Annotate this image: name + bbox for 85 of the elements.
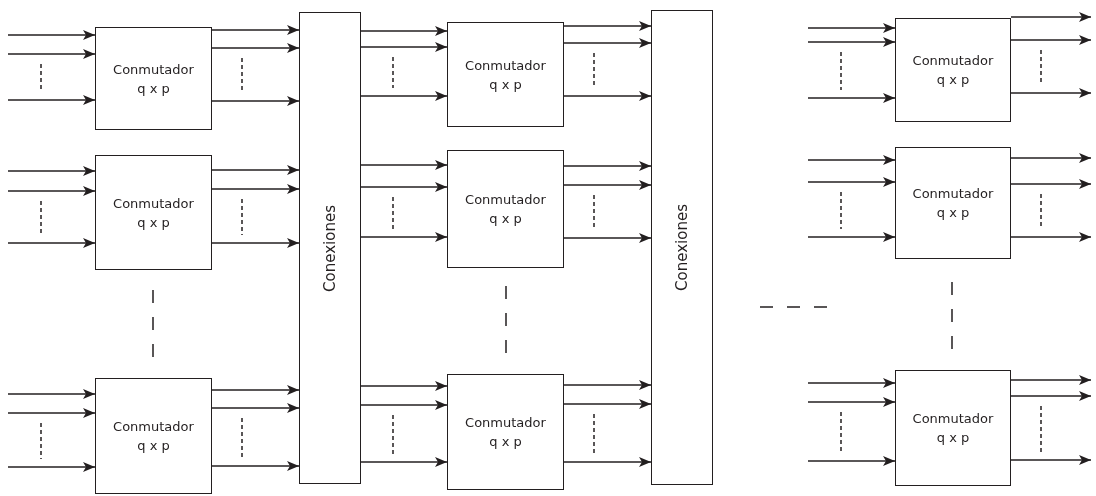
switch-box <box>447 150 564 268</box>
arrow <box>211 165 300 175</box>
arrow <box>7 389 96 399</box>
arrow <box>211 184 300 194</box>
switch-box <box>895 370 1011 486</box>
node-label: q x p <box>489 433 522 451</box>
arrow <box>211 43 300 53</box>
node-label: q x p <box>137 79 170 98</box>
arrow <box>1010 375 1092 385</box>
node-label: q x p <box>489 75 522 94</box>
arrow <box>360 26 448 36</box>
arrow <box>807 232 896 242</box>
arrow <box>360 91 448 101</box>
arrow <box>807 155 896 165</box>
switch-box <box>447 22 564 127</box>
node-label: q x p <box>137 437 170 455</box>
node-label: Conexiones <box>672 204 692 291</box>
arrow <box>1010 12 1092 22</box>
connections-bar <box>651 10 713 485</box>
arrow <box>1010 35 1092 45</box>
arrow <box>807 23 896 33</box>
arrow <box>211 238 300 248</box>
node-label: q x p <box>936 429 970 447</box>
node-label: q x p <box>936 204 970 222</box>
arrow <box>1010 179 1092 189</box>
switch-box <box>447 374 564 490</box>
switch-box <box>95 27 212 130</box>
arrow <box>807 456 896 466</box>
connections-bar <box>299 12 361 484</box>
node-label: Conmutador <box>912 185 994 203</box>
switch-box <box>895 18 1011 122</box>
arrow <box>563 180 652 190</box>
arrow <box>7 238 96 248</box>
arrow <box>1010 88 1092 98</box>
arrow <box>211 403 300 413</box>
arrow <box>360 381 448 391</box>
arrow <box>1010 153 1092 163</box>
arrow <box>563 457 652 467</box>
arrow <box>7 408 96 418</box>
node-label: Conmutador <box>465 56 546 75</box>
switch-box <box>95 155 212 270</box>
node-label: Conmutador <box>912 52 994 70</box>
node-label: Conmutador <box>113 194 194 213</box>
arrow <box>211 461 300 471</box>
arrow <box>1010 455 1092 465</box>
arrow <box>807 378 896 388</box>
arrow <box>7 166 96 176</box>
switch-box <box>895 147 1011 259</box>
node-label: q x p <box>936 71 970 89</box>
arrow <box>563 38 652 48</box>
arrow <box>563 21 652 31</box>
node-label: Conmutador <box>912 410 994 428</box>
arrow <box>211 25 300 35</box>
arrow <box>360 400 448 410</box>
arrow <box>1010 391 1092 401</box>
arrow <box>563 91 652 101</box>
arrow <box>360 232 448 242</box>
arrow <box>7 95 96 105</box>
arrow <box>807 93 896 103</box>
arrow <box>360 457 448 467</box>
node-label: Conexiones <box>320 204 340 292</box>
node-label: Conmutador <box>465 191 546 209</box>
arrow <box>563 399 652 409</box>
arrow <box>360 42 448 52</box>
arrow <box>563 161 652 171</box>
arrow <box>7 462 96 472</box>
node-label: q x p <box>489 210 522 228</box>
arrow <box>7 49 96 59</box>
node-label: Conmutador <box>465 414 546 432</box>
arrow <box>7 186 96 196</box>
arrow <box>1010 232 1092 242</box>
arrow <box>360 182 448 192</box>
arrow <box>211 96 300 106</box>
arrow <box>211 385 300 395</box>
arrow <box>563 233 652 243</box>
node-label: Conmutador <box>113 418 194 436</box>
arrow <box>807 397 896 407</box>
arrow <box>563 380 652 390</box>
switch-box <box>95 378 212 494</box>
arrow <box>807 177 896 187</box>
arrow <box>807 37 896 47</box>
node-label: Conmutador <box>113 60 194 79</box>
node-label: q x p <box>137 213 170 232</box>
arrow <box>7 30 96 40</box>
arrow <box>360 160 448 170</box>
